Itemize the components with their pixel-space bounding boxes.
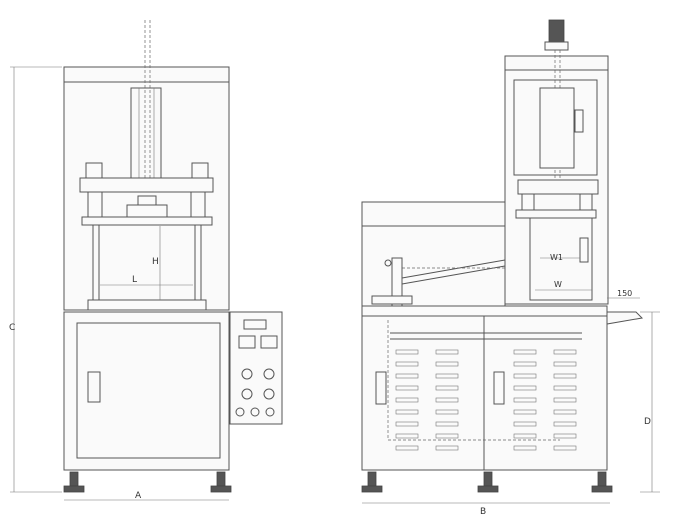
side-handle-left — [375, 371, 387, 405]
front-foot-right — [210, 485, 232, 493]
dim-l-label: L — [132, 275, 137, 285]
front-foot-left — [63, 485, 85, 493]
front-view: H L C A — [9, 20, 283, 501]
front-upper-platen — [81, 216, 213, 226]
knob-left — [241, 368, 253, 380]
front-crosshead — [79, 177, 214, 193]
front-cabinet-door — [76, 322, 221, 459]
switch-2 — [250, 407, 260, 417]
side-top-cylinder — [548, 19, 565, 43]
control-panel — [229, 311, 283, 425]
dim-d-label: D — [644, 417, 651, 427]
meter-left — [238, 335, 256, 349]
side-foot-right — [591, 485, 613, 493]
switch-3 — [265, 407, 275, 417]
side-foot-left — [361, 485, 383, 493]
side-shelf — [606, 311, 644, 325]
dim-a-label: A — [135, 491, 142, 501]
knob-right — [263, 368, 275, 380]
dim-h-label: H — [152, 257, 159, 267]
vent-grid — [395, 349, 577, 451]
front-cylinder — [130, 87, 162, 187]
meter-right — [260, 335, 278, 349]
front-door-handle — [87, 371, 101, 403]
knob-lower-right — [263, 388, 275, 400]
dim-c-label: C — [9, 323, 15, 333]
side-upper-platen — [515, 209, 597, 219]
dim-150-label: 150 — [617, 289, 632, 298]
control-display — [243, 319, 267, 330]
knob-lower-left — [241, 388, 253, 400]
side-aux-housing — [361, 201, 506, 307]
dim-b-label: B — [480, 507, 486, 515]
side-view: W1 W — [361, 19, 660, 517]
dim-w1-label: W1 — [550, 253, 563, 262]
front-lower-platen — [87, 299, 207, 311]
side-handle-right — [493, 371, 505, 405]
dim-w-label: W — [554, 280, 562, 289]
side-foot-middle — [477, 485, 499, 493]
switch-1 — [235, 407, 245, 417]
